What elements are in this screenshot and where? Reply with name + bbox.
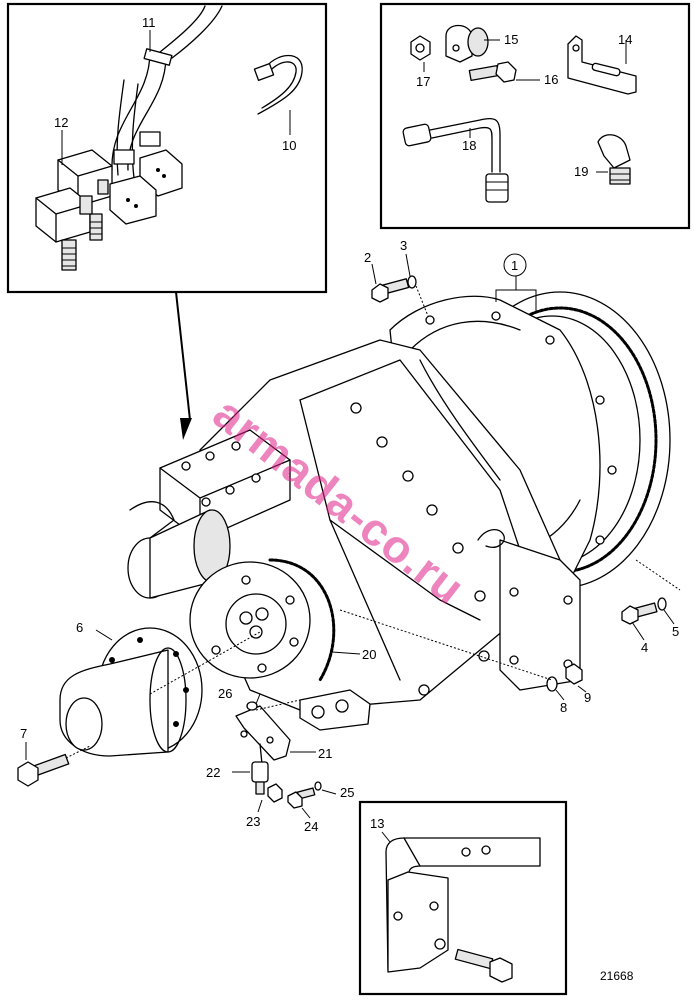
callout-4: 4	[641, 640, 648, 655]
callout-23: 23	[246, 814, 260, 829]
callout-14: 14	[618, 32, 632, 47]
callout-15: 15	[504, 32, 518, 47]
callout-6: 6	[76, 620, 83, 635]
loose-parts: 1 2 3 4 5 6 7 8 9 20 21 22 23 24 25 26	[17, 238, 681, 834]
callout-20: 20	[362, 647, 376, 662]
drawing-number: 21668	[600, 969, 634, 983]
callout-7: 7	[20, 726, 27, 741]
inset-small-parts: 15 14 17 16 18 19	[379, 2, 691, 230]
callout-5: 5	[672, 624, 679, 639]
callout-19: 19	[574, 164, 588, 179]
callout-12: 12	[54, 115, 68, 130]
inset-bracket-13: 13	[358, 800, 568, 996]
callout-3: 3	[400, 238, 407, 253]
callout-17: 17	[416, 74, 430, 89]
callout-13: 13	[370, 816, 384, 831]
callout-18: 18	[462, 138, 476, 153]
callout-9: 9	[584, 690, 591, 705]
callout-1: 1	[511, 258, 518, 273]
callout-25: 25	[340, 785, 354, 800]
callout-22: 22	[206, 765, 220, 780]
inset-valve-hoses: 11 12 10	[6, 2, 328, 440]
callout-24: 24	[304, 819, 318, 834]
callout-26: 26	[218, 686, 232, 701]
callout-10: 10	[282, 138, 296, 153]
callout-8: 8	[560, 700, 567, 715]
gearbox-assembly	[127, 291, 671, 731]
callout-16: 16	[544, 72, 558, 87]
callout-2: 2	[364, 250, 371, 265]
callout-11: 11	[142, 15, 156, 30]
callout-21: 21	[318, 746, 332, 761]
